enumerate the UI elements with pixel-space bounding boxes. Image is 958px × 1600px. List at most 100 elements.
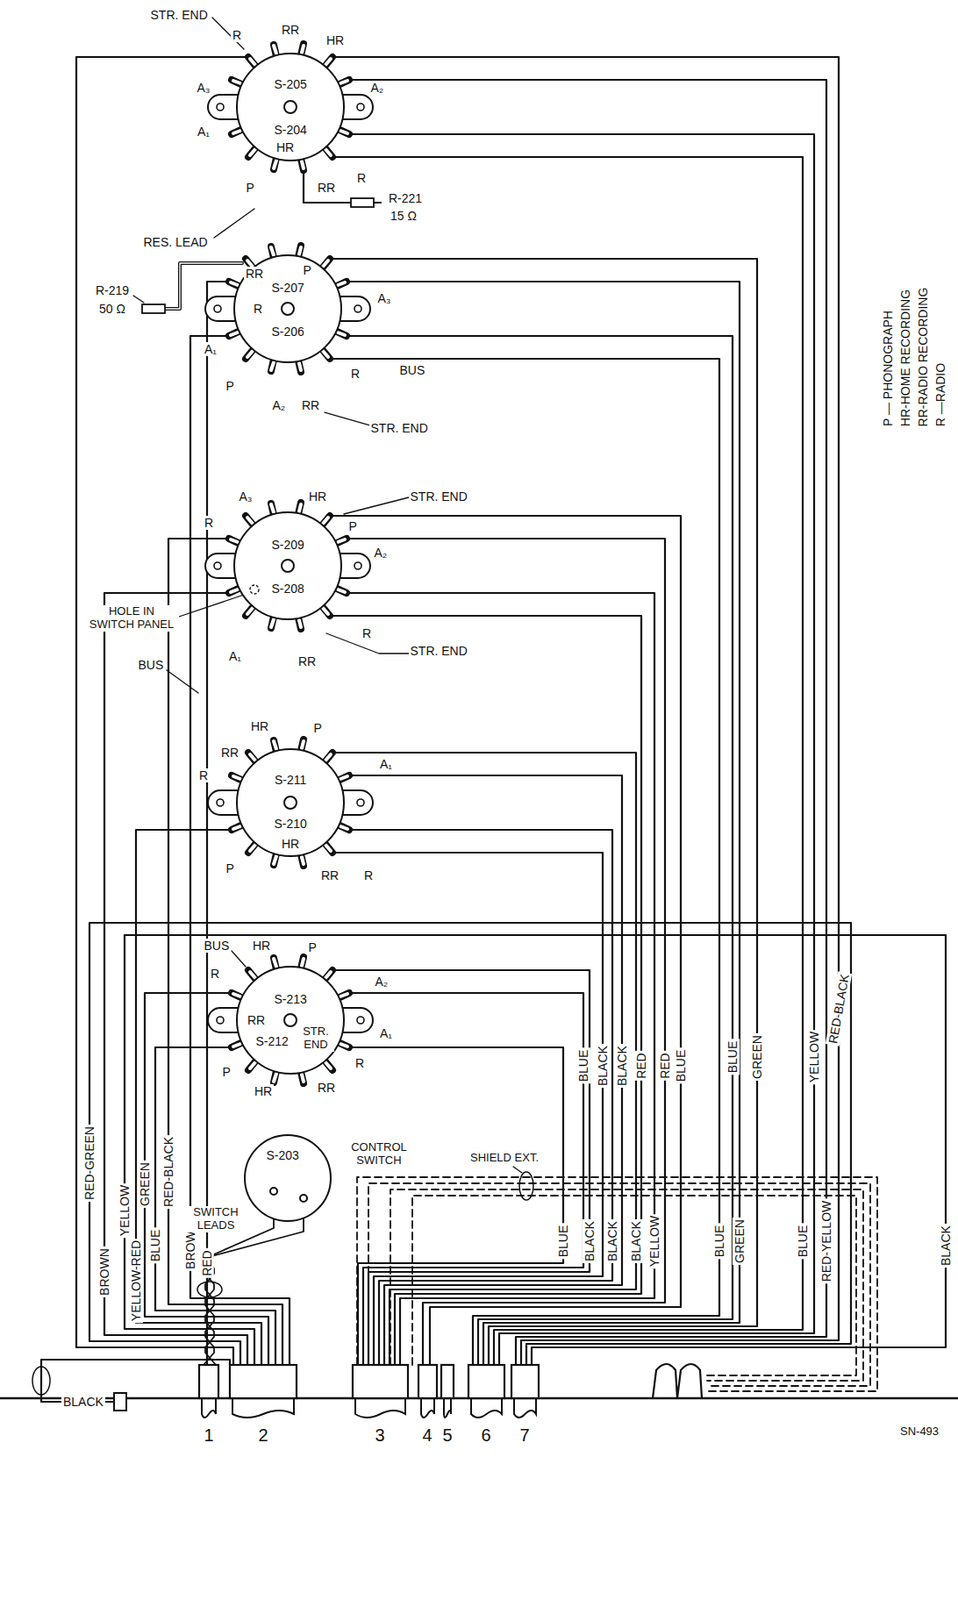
switch-lug	[322, 350, 329, 358]
bundle-mark	[32, 1366, 51, 1395]
shield-line	[412, 1195, 857, 1376]
mount-hole	[216, 1016, 224, 1024]
switch-lug	[324, 843, 333, 853]
switch-lug	[230, 539, 238, 543]
terminal-label: R	[353, 1056, 366, 1071]
note-label: HOLE IN SWITCH PANEL	[84, 605, 179, 632]
switch-lug	[231, 824, 244, 830]
shaft-hole	[284, 796, 297, 809]
terminal-label: A₂	[271, 398, 288, 413]
wire-color-label: RED	[200, 1248, 215, 1279]
wire-color-label: BLUE	[712, 1223, 727, 1260]
terminal-label: A₃	[195, 80, 213, 95]
terminal-label: A₁	[195, 124, 212, 139]
switch-lug	[250, 754, 256, 761]
switch-lug	[337, 282, 345, 286]
cable-stub	[471, 1398, 502, 1418]
switch-lug	[324, 970, 333, 980]
switch-number: S-205	[274, 77, 308, 92]
switch-lug	[321, 515, 330, 526]
switch-lug	[273, 958, 277, 967]
switch-lug	[340, 130, 348, 134]
switch-lug	[325, 972, 331, 979]
terminal-label: R	[202, 515, 215, 530]
switch-lug	[324, 1060, 333, 1071]
switch-lug	[335, 587, 347, 594]
switch-lug	[233, 826, 241, 830]
switch-lug	[245, 606, 254, 616]
wire-color-label: RED-GREEN	[82, 1124, 97, 1202]
wire-color-label: BLACK	[605, 1219, 620, 1264]
wire	[346, 336, 733, 1366]
wire	[76, 57, 249, 1366]
switch-lug	[248, 1060, 257, 1071]
wire-color-label: BLUE	[795, 1223, 810, 1260]
switch-lug	[273, 853, 277, 866]
switch-lug	[273, 1073, 277, 1082]
terminal-label: P	[244, 180, 257, 195]
switch-terminal	[300, 1194, 308, 1202]
switch-lug	[245, 515, 254, 526]
resistor-symbol	[142, 304, 165, 314]
switch-lug	[247, 350, 253, 358]
cable-stub	[421, 1398, 435, 1418]
switch-lug	[230, 282, 238, 286]
switch-number: S-213	[274, 992, 308, 1007]
wire-color-label: RED-BLACK	[161, 1135, 176, 1209]
switch-number: S-208	[271, 581, 305, 596]
switch-lug	[247, 607, 253, 615]
connector-plug	[352, 1365, 408, 1399]
switch-lug	[340, 80, 348, 84]
bundle-mark	[197, 1281, 222, 1298]
note-label: SHIELD EXT.	[468, 1151, 541, 1166]
switch-lug	[273, 740, 277, 752]
leader-line	[133, 295, 144, 303]
cable-stub	[443, 1398, 451, 1418]
connector-number: 5	[441, 1425, 455, 1446]
shaft-hole	[281, 302, 294, 315]
connector-plug	[418, 1365, 437, 1399]
switch-number: S-211	[274, 772, 307, 787]
legend-entry: RR-RADIO RECORDING	[915, 285, 930, 429]
connector-number: 6	[479, 1425, 494, 1446]
shield-line	[357, 1177, 878, 1392]
switch-lug	[321, 606, 330, 616]
mount-hole	[357, 799, 365, 807]
switch-lug	[335, 330, 347, 337]
switch-lug	[322, 517, 329, 524]
wire	[329, 515, 681, 1366]
switch-lug	[228, 330, 241, 337]
wire-color-label: BLUE	[556, 1223, 571, 1260]
switch-lug	[322, 260, 329, 267]
terminal-label: HR	[252, 1084, 274, 1099]
switch-lug	[337, 1042, 350, 1048]
switch-lug	[337, 775, 350, 781]
switch-lug	[324, 147, 333, 158]
wire-color-label: BLUE	[673, 1048, 688, 1085]
leader-line	[513, 1166, 522, 1173]
wire	[168, 538, 283, 1366]
switch-wafer: S-209S-208	[233, 511, 343, 621]
wire	[332, 57, 839, 1366]
note-label: CONTROL SWITCH	[337, 1141, 421, 1168]
wire-color-label: BLACK	[629, 1219, 644, 1264]
terminal-label: R	[355, 171, 368, 186]
wire	[349, 79, 827, 1366]
connector-plug	[441, 1365, 454, 1399]
wire-color-label: BROWN	[97, 1246, 112, 1298]
switch-lug	[324, 752, 333, 763]
switch-lug	[271, 247, 274, 256]
control-switch: S-203	[243, 1134, 332, 1223]
leader-line	[214, 208, 255, 238]
terminal-label: A₁	[202, 342, 219, 357]
leader-line	[343, 496, 413, 515]
legend-entry: R —RADIO	[933, 361, 948, 429]
switch-lug	[230, 589, 238, 593]
connector-number: 7	[518, 1425, 532, 1446]
terminal-label: P	[307, 940, 319, 955]
wire-color-label: GREEN	[750, 1033, 765, 1081]
terminal-label: RR	[315, 1080, 337, 1095]
switch-lug	[300, 854, 304, 866]
switch-lug	[228, 538, 241, 544]
switch-terminal	[270, 1187, 278, 1195]
